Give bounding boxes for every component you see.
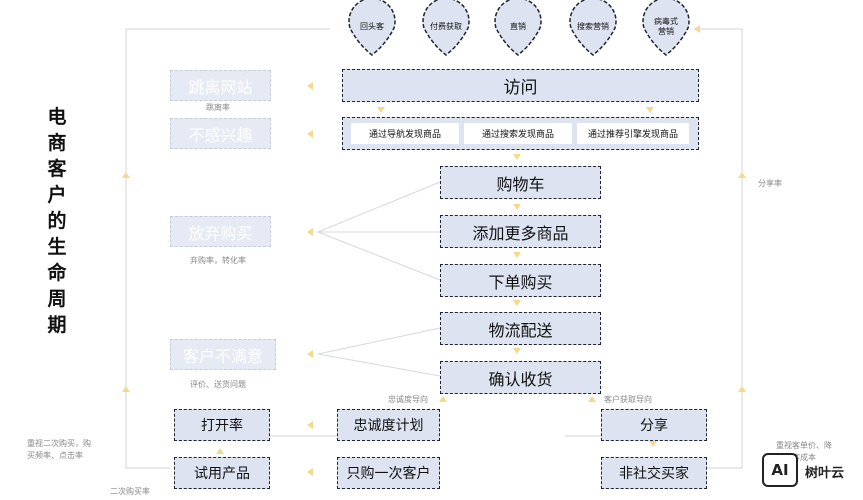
pin-shape	[569, 0, 617, 56]
arrow-left	[307, 130, 313, 138]
title-char: 命	[47, 262, 67, 284]
order-box: 下单购买	[440, 264, 601, 297]
fan-line	[317, 327, 441, 355]
title-char: 客	[47, 158, 67, 180]
right-note-line1: 重视客单价、降	[776, 441, 832, 450]
pin-search: 搜索营销	[577, 22, 609, 31]
confirm-box: 确认收货	[440, 361, 601, 394]
arrow-down	[646, 107, 654, 113]
pin-shape	[642, 0, 690, 56]
logo-mark: AI	[762, 453, 798, 487]
arrow-down	[377, 107, 385, 113]
arrow-left	[307, 350, 313, 358]
title-char: 的	[47, 210, 67, 232]
not-interested-box: 不感兴趣	[170, 118, 271, 149]
loyalty-plan-box: 忠诚度计划	[337, 409, 440, 441]
pin-shape	[422, 0, 470, 56]
one-time-box: 只购一次客户	[337, 457, 440, 489]
title-char: 期	[47, 314, 67, 336]
visit-box: 访问	[342, 69, 699, 102]
arrow-left	[307, 228, 313, 236]
page-title: 电商客户的生命周期	[44, 104, 70, 338]
arrow-left	[307, 82, 313, 90]
pin-direct: 直销	[510, 22, 526, 31]
left-loop-line	[125, 28, 330, 469]
loyalty-guide-label: 忠诚度导向	[388, 395, 428, 404]
discover-recommend: 通过推荐引擎发现商品	[577, 123, 689, 144]
right-loop-line	[694, 28, 743, 469]
share-rate-note: 分享率	[758, 179, 782, 188]
discover-nav: 通过导航发现商品	[351, 123, 459, 144]
second-purchase-note: 二次购买率	[110, 487, 150, 496]
trial-box: 试用产品	[174, 457, 270, 489]
arrow-down	[513, 300, 521, 306]
non-social-box: 非社交买家	[601, 457, 707, 489]
arrow-down	[513, 348, 521, 354]
open-rate-box: 打开率	[174, 409, 270, 441]
arrow-up	[738, 172, 746, 178]
arrow-left	[307, 421, 313, 429]
arrow-left	[694, 25, 700, 33]
fan-line	[317, 353, 441, 377]
title-char: 商	[47, 132, 67, 154]
review-note: 评价、送货问题	[190, 380, 246, 389]
arrow-up	[216, 448, 224, 454]
pin-shape	[494, 0, 542, 56]
acquire-guide-label: 客户获取导向	[604, 395, 652, 404]
pin-returning: 回头客	[360, 22, 384, 31]
left-note-line2: 买频率、点击率	[27, 451, 83, 460]
discover-row: 通过导航发现商品 通过搜索发现商品 通过推荐引擎发现商品	[342, 117, 699, 150]
discover-search: 通过搜索发现商品	[464, 123, 572, 144]
bounce-rate-note: 跳离率	[206, 103, 230, 112]
arrow-up	[439, 396, 447, 402]
pin-viral: 病毒式 营销	[654, 17, 678, 36]
title-char: 电	[47, 106, 67, 128]
title-char: 户	[47, 184, 67, 206]
title-char: 生	[47, 236, 67, 258]
arrow-up	[122, 386, 130, 392]
abandon-rate-note: 弃购率，转化率	[190, 256, 246, 265]
add-more-box: 添加更多商品	[440, 215, 601, 248]
abandon-box: 放弃购买	[170, 216, 271, 247]
fan-line	[317, 181, 441, 233]
pin-paid: 付费获取	[430, 22, 462, 31]
arrow-down	[649, 441, 657, 447]
left-note-line1: 重视二次购买，购	[27, 439, 91, 448]
share-box: 分享	[601, 409, 707, 441]
arrow-down	[513, 252, 521, 258]
arrow-down	[513, 204, 521, 210]
title-char: 周	[47, 288, 67, 310]
bounce-box: 跳离网站	[170, 70, 271, 101]
arrow-left	[307, 468, 313, 476]
arrow-up	[738, 386, 746, 392]
logistics-box: 物流配送	[440, 312, 601, 345]
fan-line	[317, 231, 441, 281]
unsatisfied-box: 客户不满意	[170, 339, 276, 370]
cart-box: 购物车	[440, 166, 601, 199]
logo-name: 树叶云	[805, 466, 845, 481]
pin-shape	[348, 0, 396, 56]
arrow-up	[122, 172, 130, 178]
arrow-down	[513, 154, 521, 160]
arrow-up	[588, 396, 596, 402]
